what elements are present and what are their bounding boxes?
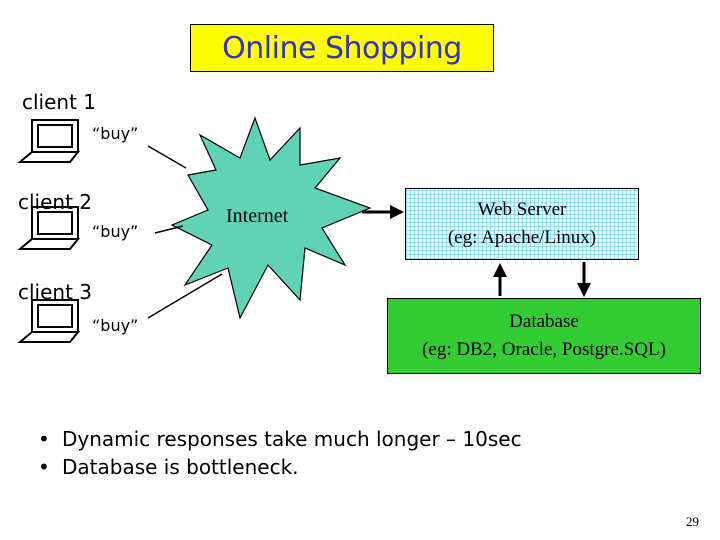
web-server-title: Web Server [477,199,567,220]
webserver-db-arrow-right-head [577,283,591,297]
laptop-icon [17,206,81,250]
web-server-example: (eg: Apache/Linux) [447,227,597,248]
web-server-box: Web Server (eg: Apache/Linux) [405,188,639,260]
database-title: Database [509,311,579,332]
client-1-label: client 1 [22,90,97,114]
bullet-item: • Dynamic responses take much longer – 10… [38,425,522,453]
client-2-request: “buy” [92,222,139,241]
client-2-label: client 2 [18,190,93,214]
internet-to-webserver-arrowhead [390,205,404,219]
page-title: Online Shopping [222,30,462,66]
laptop-icon [17,119,81,163]
laptop-icon [17,299,81,343]
bullet-item: • Database is bottleneck. [38,453,522,481]
database-example: (eg: DB2, Oracle, Postgre.SQL) [422,339,666,360]
client-3-label: client 3 [18,280,93,304]
database-box: Database (eg: DB2, Oracle, Postgre.SQL) [387,298,701,374]
client-1-request: “buy” [92,124,139,143]
internet-burst [170,116,372,320]
page-number: 29 [686,514,699,529]
webserver-db-arrow-left-head [493,263,507,277]
bullet-list: • Dynamic responses take much longer – 10… [38,425,522,481]
client-3-request: “buy” [92,316,139,335]
title-box: Online Shopping [190,24,494,72]
bullet-text: Dynamic responses take much longer – 10s… [62,427,522,451]
bullet-dot-icon: • [38,455,50,479]
client1-connection [147,145,187,169]
client3-connection [147,273,223,319]
bullet-dot-icon: • [38,427,50,451]
client2-connection [154,225,184,234]
bullet-text: Database is bottleneck. [62,455,299,479]
internet-label: Internet [226,205,289,227]
